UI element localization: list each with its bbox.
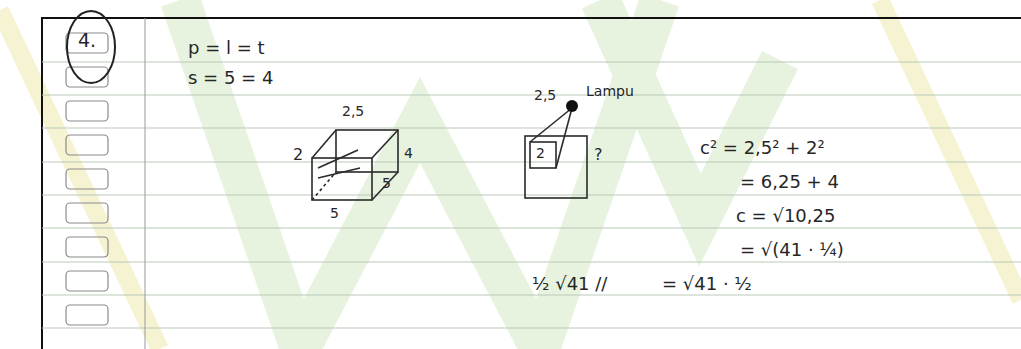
handwritten-note: Lampu [586, 84, 634, 99]
handwritten-note: 5 [382, 176, 391, 191]
handwritten-note: = 6,25 + 4 [740, 172, 839, 192]
handwritten-note: s = 5 = 4 [188, 68, 273, 88]
question-circle [67, 11, 115, 83]
watermark [180, 0, 780, 349]
handwritten-note: ? [594, 146, 603, 164]
handwritten-note: 4. [78, 30, 96, 51]
lamp-dot [566, 100, 578, 112]
handwritten-note: 2 [293, 146, 303, 164]
room-sketch [525, 108, 587, 198]
handwritten-note: p = l = t [188, 38, 265, 58]
handwritten-note: = √(41 · ¼) [740, 240, 844, 260]
handwritten-note: 5 [330, 206, 339, 221]
handwritten-note: 2,5 [534, 88, 556, 103]
page-frame [42, 18, 1021, 349]
handwritten-note: = √41 · ½ [662, 274, 752, 294]
handwritten-note: 4 [404, 146, 413, 161]
cuboid-sketch [312, 130, 398, 200]
margin-boxes [66, 33, 108, 325]
ruled-lines [42, 18, 1021, 349]
handwritten-note: c = √10,25 [736, 206, 835, 226]
handwritten-note: ½ √41 // [532, 274, 607, 294]
handwritten-note: 2 [536, 146, 545, 161]
handwritten-note: c² = 2,5² + 2² [700, 138, 825, 158]
handwritten-note: 2,5 [342, 104, 364, 119]
